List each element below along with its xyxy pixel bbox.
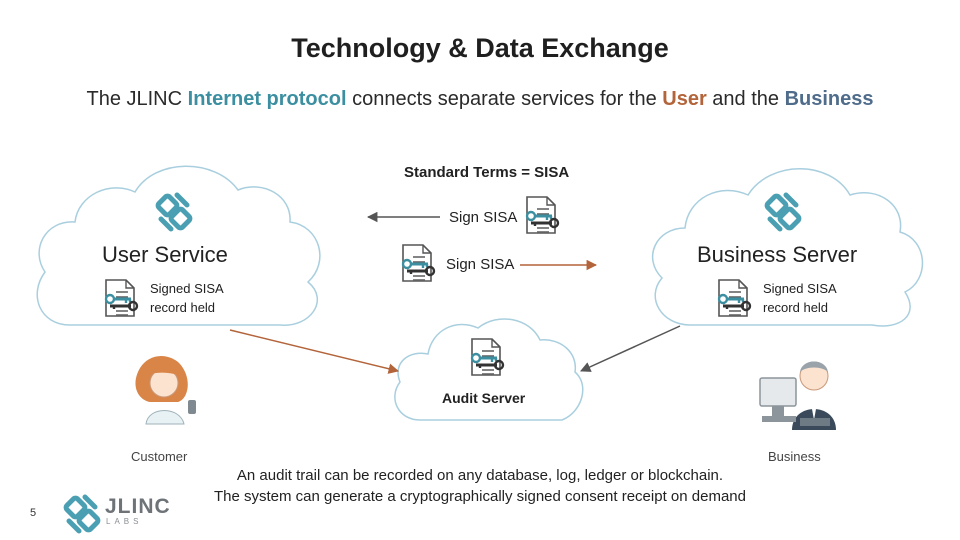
footer-line-2: The system can generate a cryptographica…	[214, 488, 746, 505]
subtitle-text-e: and the	[706, 88, 785, 110]
record-held-left: Signed SISA record held	[150, 279, 224, 317]
user-service-label: User Service	[102, 242, 228, 267]
subtitle-text-a: The JLINC	[86, 88, 188, 110]
record-held-right: Signed SISA record held	[763, 279, 837, 317]
document-key-icon	[106, 280, 137, 316]
sign-sisa-label-mid: Sign SISA	[446, 256, 515, 273]
subtitle-protocol: Internet protocol	[187, 88, 347, 110]
logo-text: JLINC	[105, 495, 171, 518]
record-line: record held	[150, 300, 216, 315]
user-to-audit-arrow	[229, 329, 400, 374]
subtitle-text-c: connects separate services for the	[346, 88, 663, 110]
record-line: record held	[763, 300, 829, 315]
document-key-icon	[719, 280, 750, 316]
standard-terms-label: Standard Terms = SISA	[404, 164, 570, 181]
customer-label: Customer	[131, 449, 188, 464]
page-subtitle: The JLINC Internet protocol connects sep…	[0, 88, 960, 111]
audit-server-label: Audit Server	[442, 390, 526, 406]
logo-subtext: LABS	[106, 517, 143, 526]
footer-line-1: An audit trail can be recorded on any da…	[236, 467, 724, 484]
business-to-audit-arrow	[580, 325, 681, 372]
customer-avatar	[135, 356, 196, 425]
record-line: Signed SISA	[763, 281, 837, 296]
document-key-icon	[527, 197, 558, 233]
subtitle-business: Business	[784, 88, 874, 110]
business-server-label: Business Server	[697, 242, 858, 267]
footer-note: An audit trail can be recorded on any da…	[0, 465, 960, 507]
page-title: Technology & Data Exchange	[291, 33, 669, 63]
subtitle-user: User	[662, 88, 707, 110]
document-key-icon	[403, 245, 434, 281]
document-key-icon	[472, 339, 503, 375]
business-avatar	[759, 361, 836, 430]
page-number: 5	[30, 507, 37, 519]
record-line: Signed SISA	[150, 281, 224, 296]
sign-sisa-label-top: Sign SISA	[449, 209, 518, 226]
business-label: Business	[768, 449, 821, 464]
